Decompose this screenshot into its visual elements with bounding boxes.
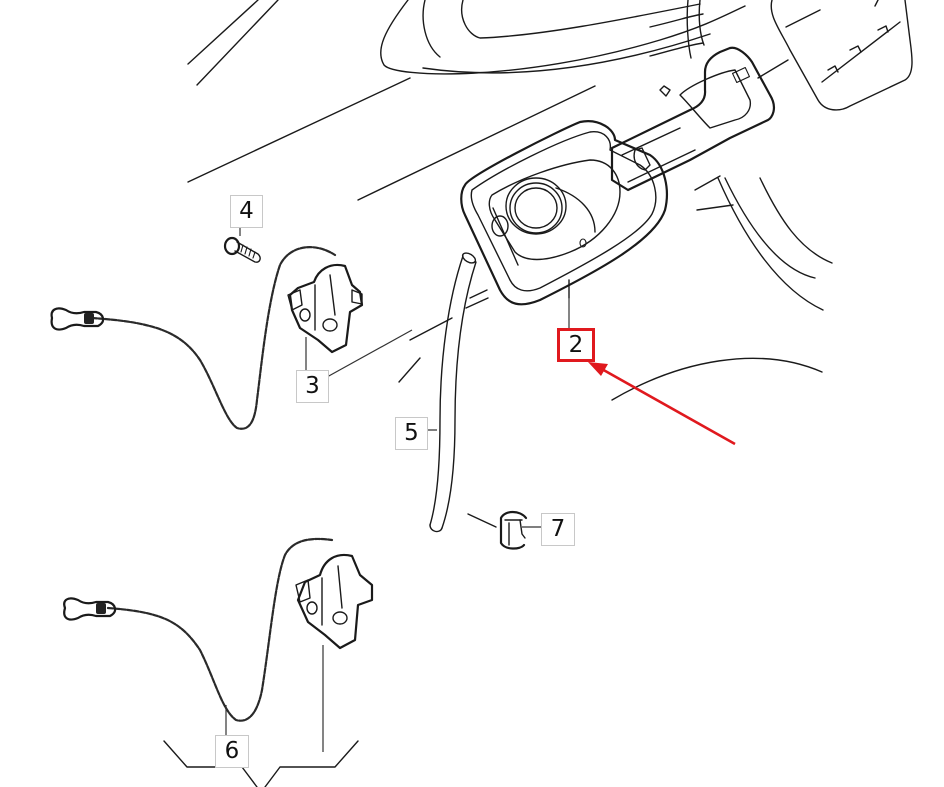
callout-6[interactable]: 6	[215, 735, 249, 768]
actuator-3	[50, 246, 413, 430]
bolt	[223, 236, 261, 263]
body-panel-contours	[187, 0, 833, 401]
red-arrow-annotation	[588, 362, 736, 446]
callout-4[interactable]: 4	[230, 195, 263, 228]
fuel-flap-housing	[460, 46, 776, 306]
hose-clip	[467, 510, 528, 550]
cover-panel	[770, 0, 913, 111]
callout-7[interactable]: 7	[541, 513, 575, 546]
drain-hose	[429, 252, 477, 533]
callout-3[interactable]: 3	[296, 370, 329, 403]
actuator-6	[63, 537, 374, 787]
callout-5[interactable]: 5	[395, 417, 428, 450]
callout-2[interactable]: 2	[557, 328, 595, 362]
